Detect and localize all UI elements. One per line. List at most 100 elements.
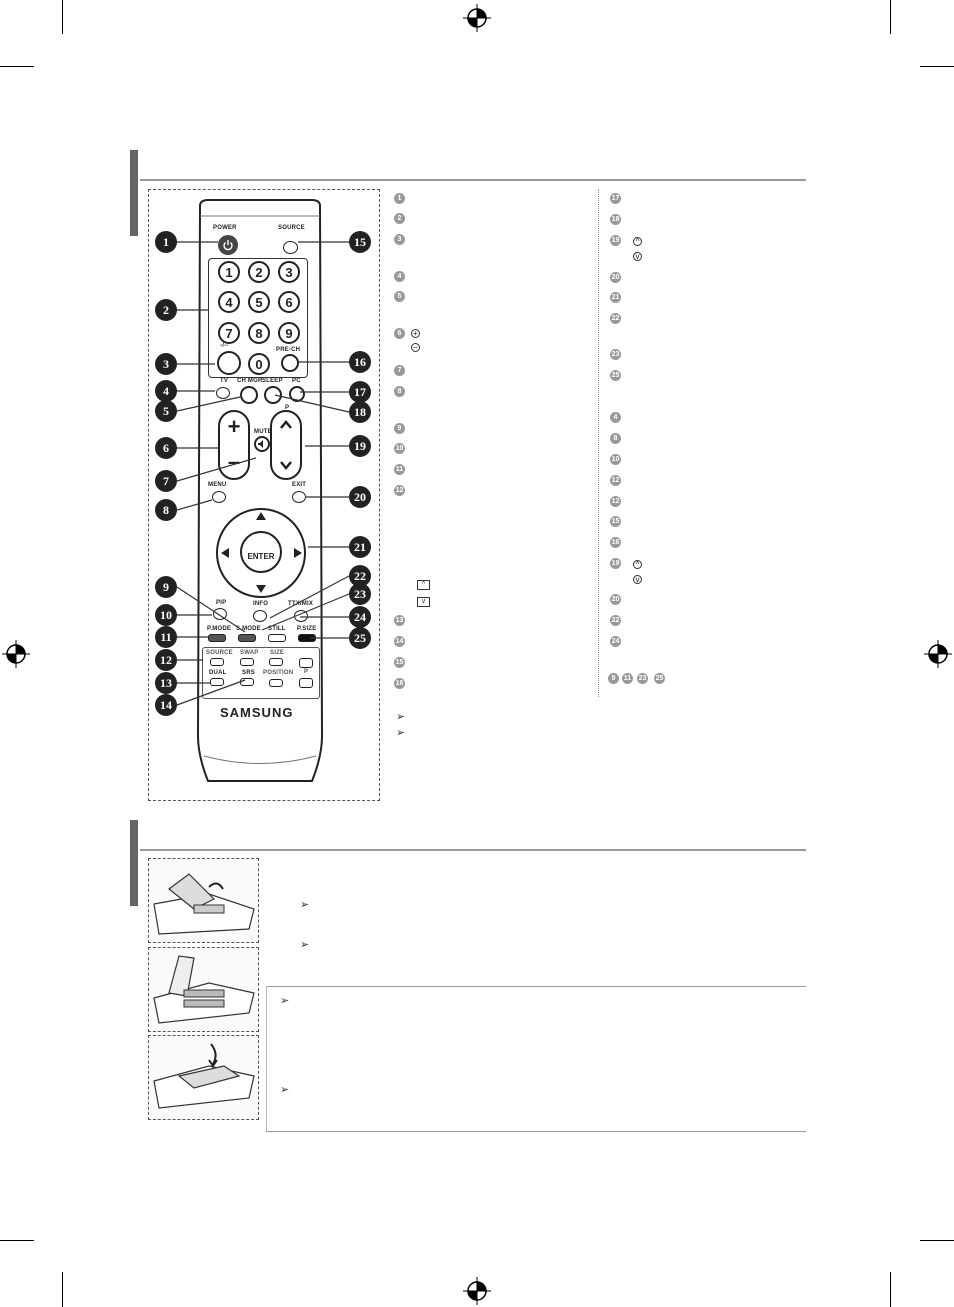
sleep-label: SLEEP (262, 378, 283, 384)
mute-button[interactable] (254, 436, 270, 452)
position-label: POSITION (263, 670, 294, 676)
digit-7-button[interactable]: 7 (218, 322, 240, 344)
digit-4-button[interactable]: 4 (218, 291, 240, 313)
position-button[interactable] (269, 679, 283, 687)
callout-19: 19 (349, 435, 371, 457)
list-bullet: 12 (610, 475, 621, 486)
digit-2-button[interactable]: 2 (248, 261, 270, 283)
list-bullet: 20 (610, 594, 621, 605)
crop-mark (62, 1272, 63, 1307)
list-bullet: 10 (610, 454, 621, 465)
list-bullet: 9 (394, 423, 405, 434)
list-bullet: 11 (394, 464, 405, 475)
list-bullet: 22 (610, 615, 621, 626)
prech-button[interactable] (281, 354, 299, 372)
column-divider (598, 189, 599, 697)
callout-13: 13 (155, 672, 177, 694)
down-key-icon: v (417, 597, 430, 607)
digit-0-button[interactable]: 0 (248, 353, 270, 375)
digit-9-button[interactable]: 9 (278, 322, 300, 344)
pc-button[interactable] (289, 386, 305, 402)
power-button[interactable] (218, 235, 238, 255)
menu-button[interactable] (212, 491, 226, 503)
section-rule (140, 849, 806, 851)
callout-25: 25 (349, 627, 371, 649)
crop-mark (890, 0, 891, 34)
digit-8-button[interactable]: 8 (248, 322, 270, 344)
p-label: P (285, 405, 290, 411)
chevron-up-icon: ^ (633, 560, 642, 569)
channel-down-icon[interactable] (278, 457, 294, 473)
sleep-button[interactable] (264, 386, 282, 404)
list-bullet: 12 (394, 485, 405, 496)
list-bullet: 2 (394, 213, 405, 224)
dash-label: -/-- (220, 343, 229, 349)
remote-body (196, 199, 324, 782)
arrow-down-icon[interactable] (256, 585, 266, 593)
notes-bottom-rule (266, 1131, 806, 1132)
enter-button[interactable]: ENTER (240, 531, 282, 573)
list-bullet: 13 (394, 615, 405, 626)
plus-symbol-icon: + (411, 329, 420, 338)
list-bullet: 17 (610, 193, 621, 204)
smode-button[interactable] (238, 634, 256, 642)
up-key-icon: ^ (417, 580, 430, 590)
size-button[interactable] (269, 658, 283, 666)
ttxmix-label: TTX/MIX (288, 601, 314, 607)
still-button[interactable] (268, 634, 286, 642)
power-label: POWER (213, 225, 237, 231)
swap-button[interactable] (240, 658, 254, 666)
menu-label: MENU (208, 482, 227, 488)
callout-22: 22 (349, 565, 371, 587)
volume-down-button[interactable]: – (227, 449, 241, 474)
pip-ch-up-button[interactable] (299, 658, 313, 668)
tv-button[interactable] (216, 387, 230, 399)
arrow-right-icon[interactable] (294, 548, 302, 558)
list-bullet: 19 (610, 235, 621, 246)
section-marker (130, 150, 138, 236)
pip-label: PIP (216, 600, 227, 606)
pip-button[interactable] (213, 608, 227, 620)
digit-3-button[interactable]: 3 (278, 261, 300, 283)
enter-label: ENTER (247, 551, 275, 561)
digit-5-button[interactable]: 5 (248, 291, 270, 313)
source-button[interactable] (283, 241, 298, 254)
callout-17: 17 (349, 381, 371, 403)
arrow-up-icon[interactable] (256, 512, 266, 520)
callout-11: 11 (155, 626, 177, 648)
pmode-button[interactable] (208, 634, 226, 642)
dpad (216, 508, 306, 598)
number-pad-frame (208, 258, 308, 378)
callout-12: 12 (155, 649, 177, 671)
digit-6-button[interactable]: 6 (278, 291, 300, 313)
registration-mark-icon (463, 1277, 491, 1305)
pip-ch-down-button[interactable] (299, 678, 313, 688)
chmgr-button[interactable] (240, 386, 258, 404)
psize-label: P.SIZE (297, 626, 317, 632)
source-pip-label: SOURCE (206, 650, 233, 656)
dash-button[interactable] (217, 351, 241, 375)
dual-button[interactable] (210, 678, 224, 686)
list-bullet: 21 (610, 292, 621, 303)
remote-control: POWER SOURCE 1 2 3 4 5 6 7 8 9 0 -/-- PR… (196, 203, 326, 786)
callout-14: 14 (155, 694, 177, 716)
notes-side-rule (266, 986, 267, 1132)
dual-label: DUAL (209, 670, 227, 676)
power-icon (223, 240, 233, 251)
list-bullet: 12 (610, 496, 621, 507)
source-pip-button[interactable] (210, 658, 224, 666)
list-bullet: 18 (610, 214, 621, 225)
list-bullet: 23 (610, 349, 621, 360)
crop-mark (920, 1240, 954, 1241)
list-bullet: 16 (394, 678, 405, 689)
registration-mark-icon (2, 640, 30, 668)
chevron-down-icon: v (633, 252, 642, 261)
channel-up-icon[interactable] (278, 417, 294, 433)
info-button[interactable] (253, 610, 267, 622)
digit-1-button[interactable]: 1 (218, 261, 240, 283)
arrow-left-icon[interactable] (221, 548, 229, 558)
list-bullet: 25 (610, 370, 621, 381)
callout-16: 16 (349, 351, 371, 373)
note-arrow-icon: ➢ (300, 939, 310, 951)
volume-up-button[interactable]: + (227, 414, 241, 439)
